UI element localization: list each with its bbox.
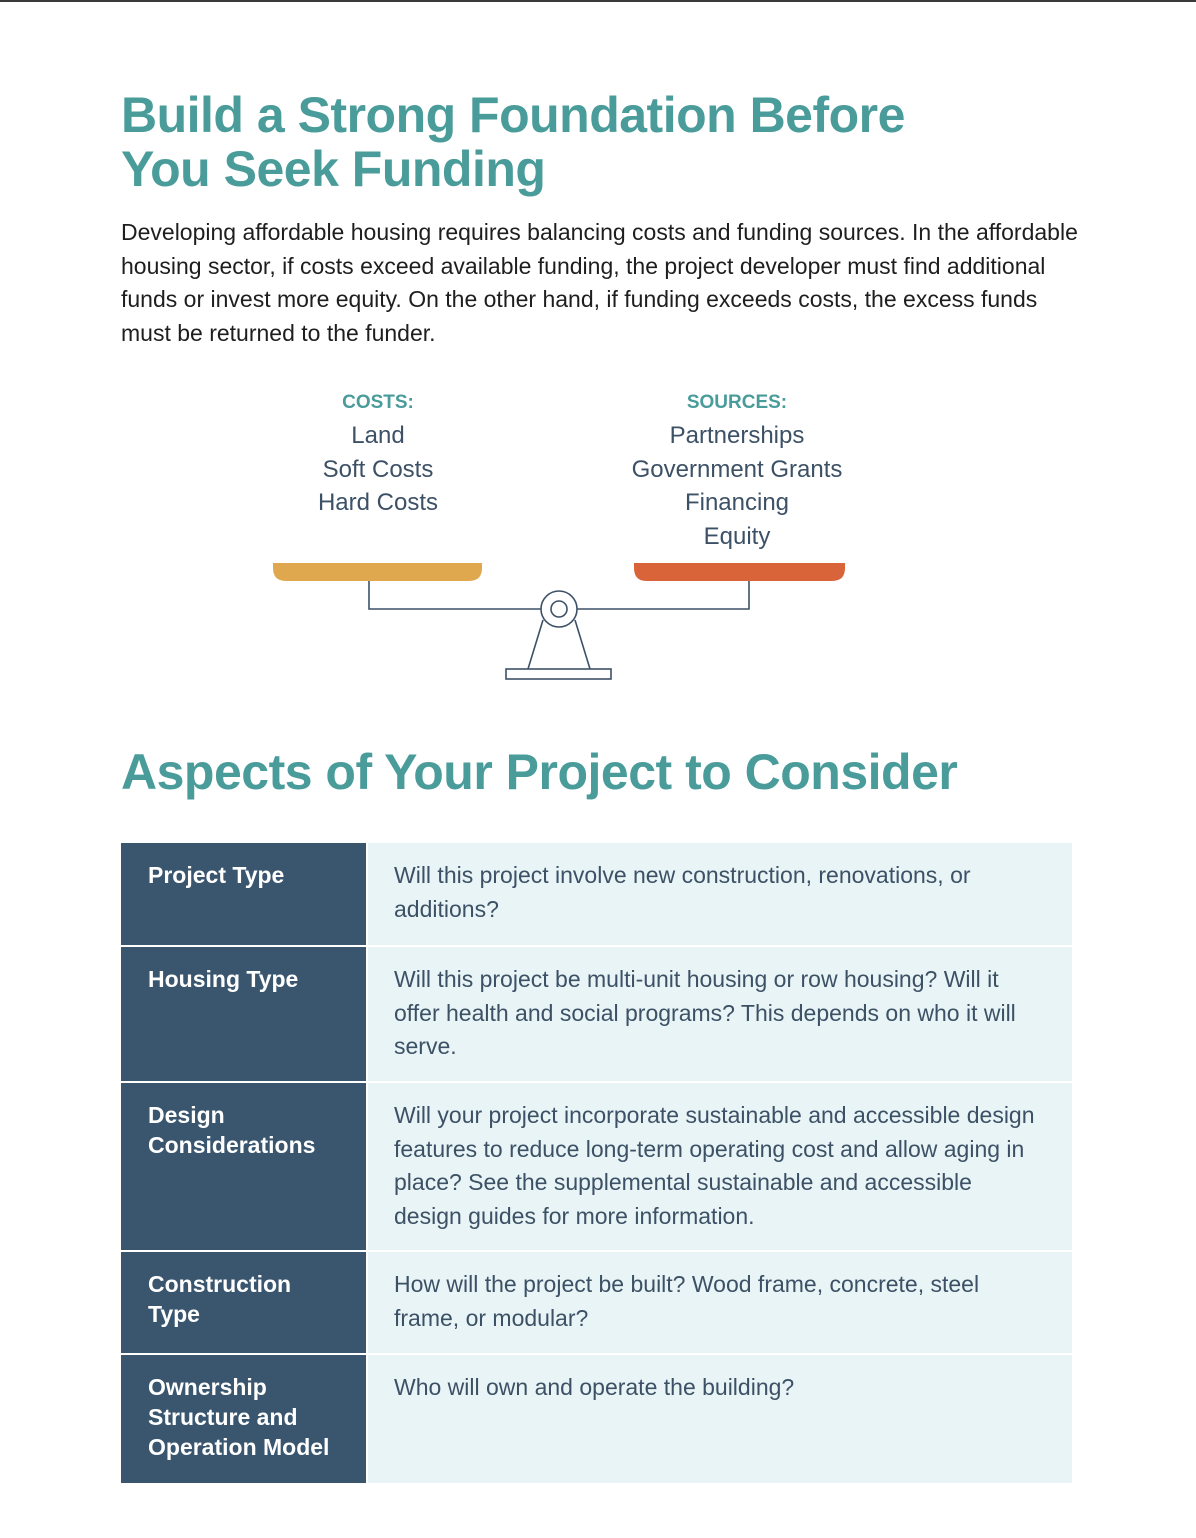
row-label: Project Type xyxy=(121,843,366,945)
table-row: Housing Type Will this project be multi-… xyxy=(121,945,1072,1081)
row-description: Will your project incorporate sustainabl… xyxy=(368,1081,1072,1250)
row-description: Will this project be multi-unit housing … xyxy=(368,945,1072,1081)
row-description: Will this project involve new constructi… xyxy=(368,843,1072,945)
sources-item: Financing xyxy=(684,489,790,516)
aspects-heading: Aspects of Your Project to Consider xyxy=(121,744,958,800)
scale-pivot xyxy=(540,590,578,628)
table-row: Project Type Will this project involve n… xyxy=(121,843,1072,945)
sources-pan xyxy=(634,563,845,581)
sources-heading: SOURCES: xyxy=(686,392,788,413)
sources-column: SOURCES: Partnerships Government Grants … xyxy=(597,391,877,553)
table-row: Design Considerations Will your project … xyxy=(121,1081,1072,1250)
row-label: Design Considerations xyxy=(121,1081,366,1250)
row-label: Housing Type xyxy=(121,945,366,1081)
page-title-line-1: Build a Strong Foundation Before xyxy=(121,87,905,143)
row-description: How will the project be built? Wood fram… xyxy=(368,1250,1072,1353)
sources-item: Partnerships xyxy=(669,422,805,449)
sources-item: Equity xyxy=(703,522,771,550)
row-label: Ownership Structure and Operation Model xyxy=(121,1353,366,1483)
costs-column: COSTS: Land Soft Costs Hard Costs xyxy=(278,391,478,520)
page-title-line-2: You Seek Funding xyxy=(121,141,546,197)
balance-scale-icon xyxy=(273,563,845,680)
row-label: Construction Type xyxy=(121,1250,366,1353)
top-rule xyxy=(0,0,1196,2)
costs-item: Soft Costs xyxy=(322,455,434,483)
costs-item: Land xyxy=(351,422,405,449)
scale-beam xyxy=(368,581,750,610)
scale-pivot-inner xyxy=(550,600,568,618)
costs-item: Hard Costs xyxy=(317,489,439,516)
aspects-table: Project Type Will this project involve n… xyxy=(121,843,1072,1483)
table-row: Construction Type How will the project b… xyxy=(121,1250,1072,1353)
table-row: Ownership Structure and Operation Model … xyxy=(121,1353,1072,1483)
scale-stand xyxy=(527,619,591,670)
intro-paragraph: Developing affordable housing requires b… xyxy=(121,219,1078,346)
scale-base xyxy=(505,668,612,680)
page-title: Build a Strong Foundation Before You See… xyxy=(121,88,905,196)
sources-item: Government Grants xyxy=(631,455,843,483)
costs-heading: COSTS: xyxy=(342,392,414,413)
row-description: Who will own and operate the building? xyxy=(368,1353,1072,1483)
costs-pan xyxy=(273,563,482,581)
